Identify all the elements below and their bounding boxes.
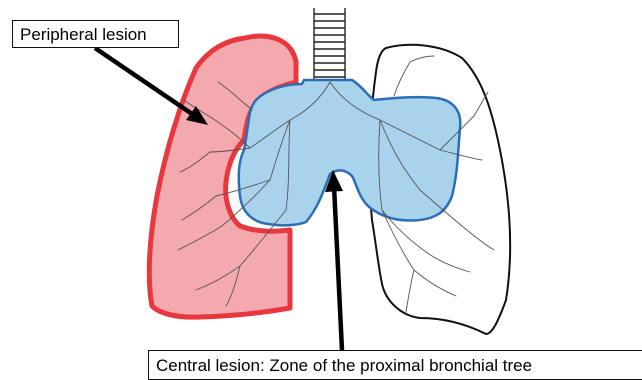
- central-arrow: [325, 170, 343, 350]
- central-zone: [239, 80, 460, 225]
- peripheral-lesion-label: Peripheral lesion: [12, 20, 179, 48]
- trachea: [314, 8, 345, 82]
- central-lesion-label: Central lesion: Zone of the proximal bro…: [148, 350, 642, 380]
